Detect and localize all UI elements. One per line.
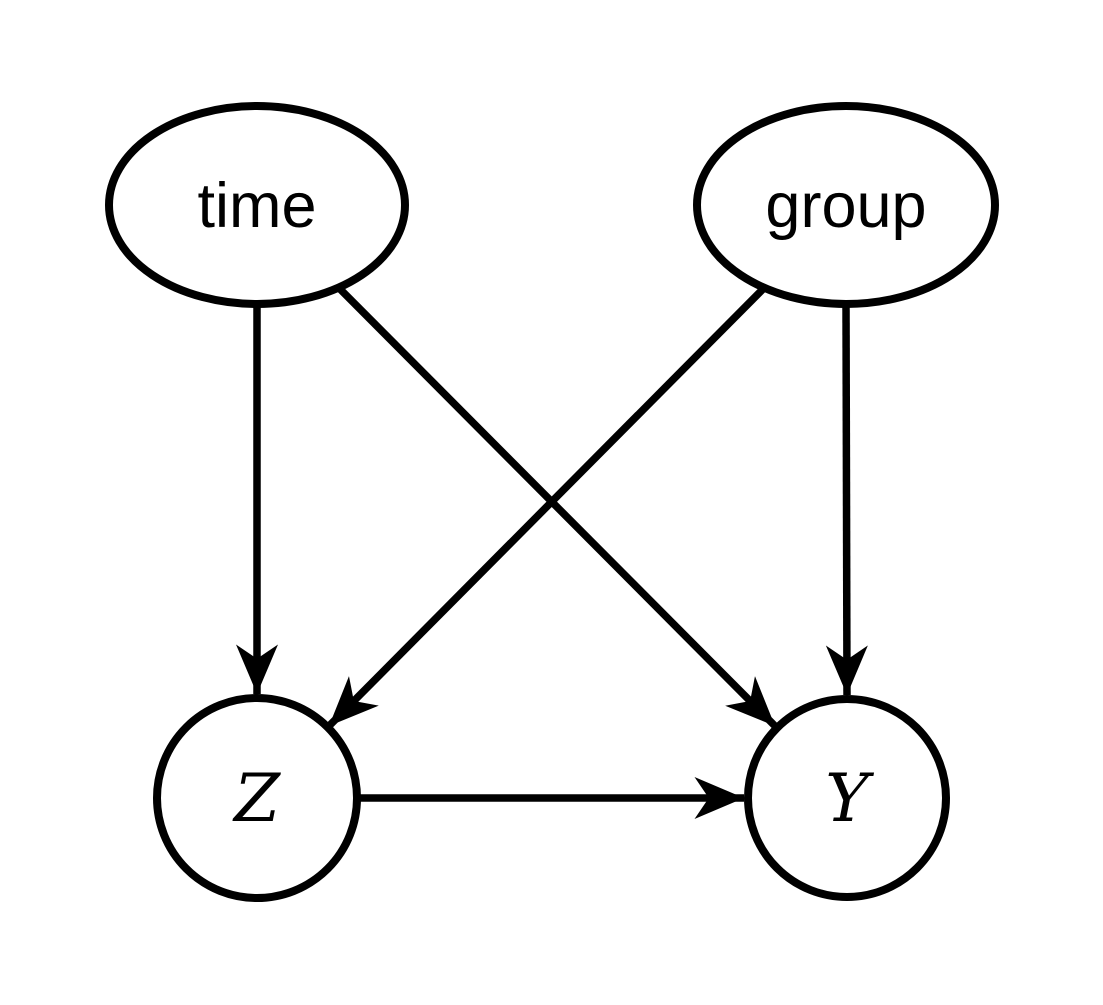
- node-Y-circle: [744, 695, 950, 901]
- node-group-label: group: [765, 171, 926, 241]
- node-time-label: time: [197, 171, 316, 241]
- node-group-ellipse: [693, 102, 999, 308]
- node-time-ellipse: [105, 102, 409, 308]
- node-Z-label: Z: [232, 760, 281, 837]
- edge-time-to-Y: [336, 285, 778, 729]
- node-Z-circle: [153, 694, 361, 902]
- edge-group-to-Y: [825, 303, 868, 696]
- node-Y-label: Y: [825, 760, 874, 837]
- edge-group-to-Z: [326, 285, 767, 729]
